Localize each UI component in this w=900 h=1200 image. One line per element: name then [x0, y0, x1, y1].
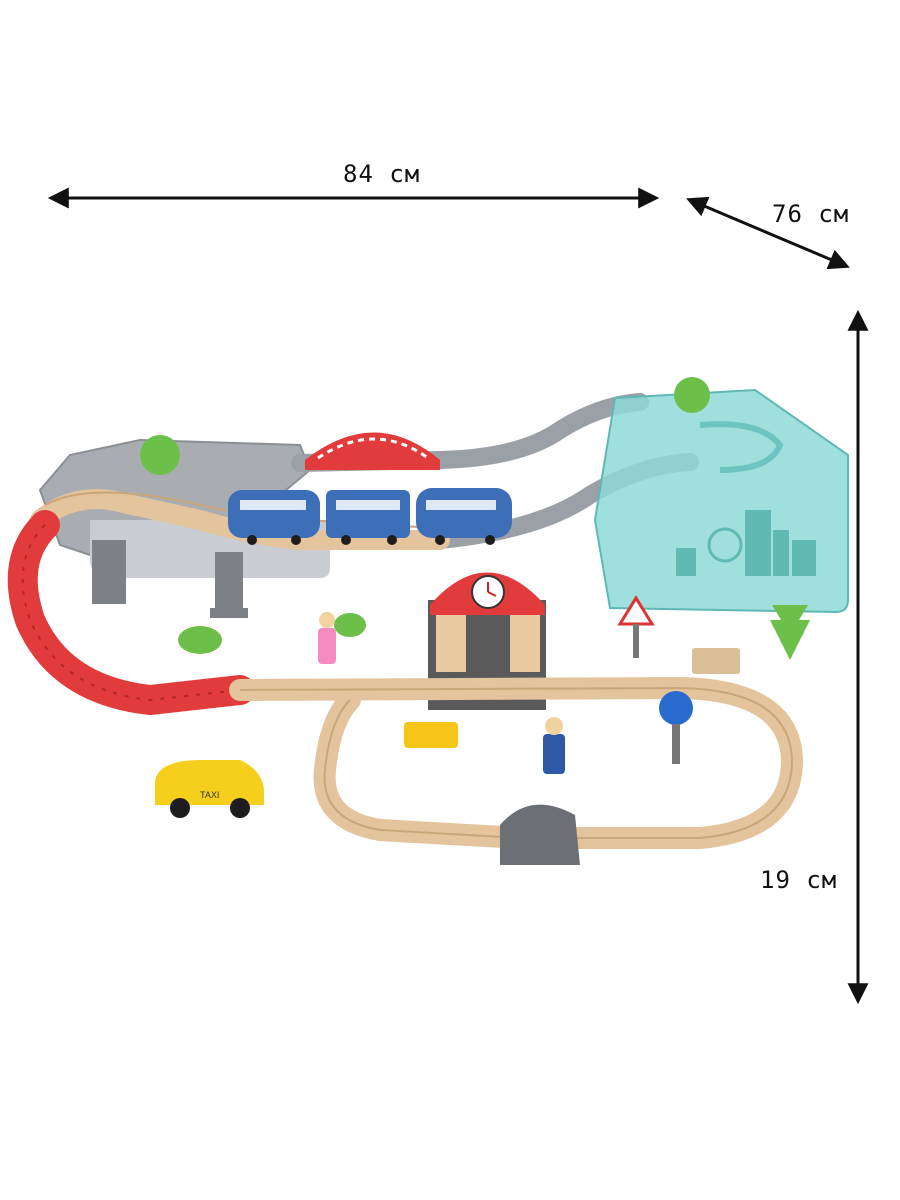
taxi-car: TAXI: [155, 760, 264, 818]
blue-train: [228, 488, 512, 545]
road-signs: [617, 595, 693, 764]
bench: [692, 648, 740, 674]
height-label: 19 см: [760, 866, 838, 894]
small-tunnel: [500, 804, 580, 865]
figure-conductor: [543, 717, 565, 774]
depth-label: 76 см: [772, 200, 850, 228]
taxi-sign: TAXI: [200, 790, 219, 800]
depth-arrow: [686, 196, 850, 270]
track-supports: [92, 540, 248, 618]
width-label: 84 см: [343, 160, 421, 188]
luggage-cart: [404, 722, 458, 748]
box-lid-track: [699, 421, 784, 473]
grey-ramp-track-upper: [291, 393, 649, 472]
tree-icons: [140, 377, 810, 660]
red-bridge: [305, 432, 440, 470]
figure-pink: [318, 612, 336, 664]
city-skyline-print: [676, 510, 816, 576]
